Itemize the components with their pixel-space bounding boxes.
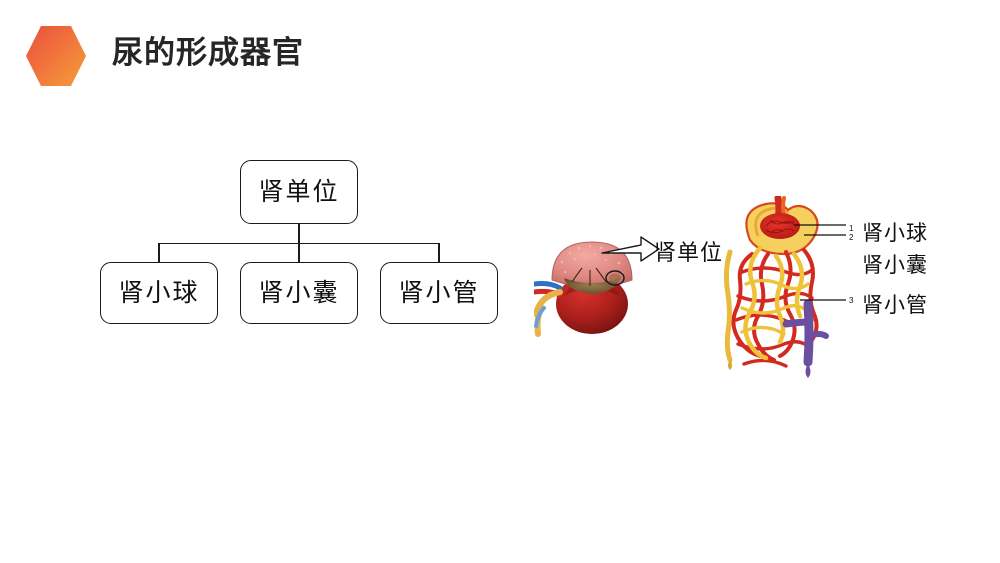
block-arrow-right-icon [601, 234, 661, 268]
connector-drop-2 [298, 242, 300, 263]
nephron-label-bowmans-capsule: 肾小囊 [862, 254, 928, 277]
hexagon-icon [25, 24, 87, 88]
flowchart-node-root[interactable]: 肾单位 [240, 160, 358, 224]
nephron-illustration [716, 194, 848, 388]
flowchart-node-label: 肾单位 [258, 177, 340, 206]
nephron-leader-number-1: 1 [849, 224, 854, 233]
nephron-leader-number-3: 3 [849, 296, 854, 305]
flowchart-node-label: 肾小球 [118, 278, 200, 307]
nephron-leader-lines [780, 205, 890, 335]
flowchart-node-bowmans-capsule[interactable]: 肾小囊 [240, 262, 358, 324]
page-title: 尿的形成器官 [112, 35, 304, 70]
nephron-label-renal-tubule: 肾小管 [862, 294, 928, 317]
connector-drop-3 [438, 242, 440, 263]
nephron-leader-number-2: 2 [849, 233, 854, 242]
flowchart-node-glomerulus[interactable]: 肾小球 [100, 262, 218, 324]
flowchart-node-renal-tubule[interactable]: 肾小管 [380, 262, 498, 324]
flowchart-node-label: 肾小囊 [258, 278, 340, 307]
nephron-flowchart: 肾单位 肾小球 肾小囊 肾小管 [95, 155, 505, 330]
flowchart-node-label: 肾小管 [398, 278, 480, 307]
connector-root-stem [298, 224, 300, 243]
connector-drop-1 [158, 242, 160, 263]
nephron-label-glomerulus: 肾小球 [862, 222, 928, 245]
kidney-callout-label: 肾单位 [654, 240, 724, 265]
kidney-cross-section-illustration [531, 222, 646, 338]
slide-header: 尿的形成器官 [0, 0, 1000, 110]
